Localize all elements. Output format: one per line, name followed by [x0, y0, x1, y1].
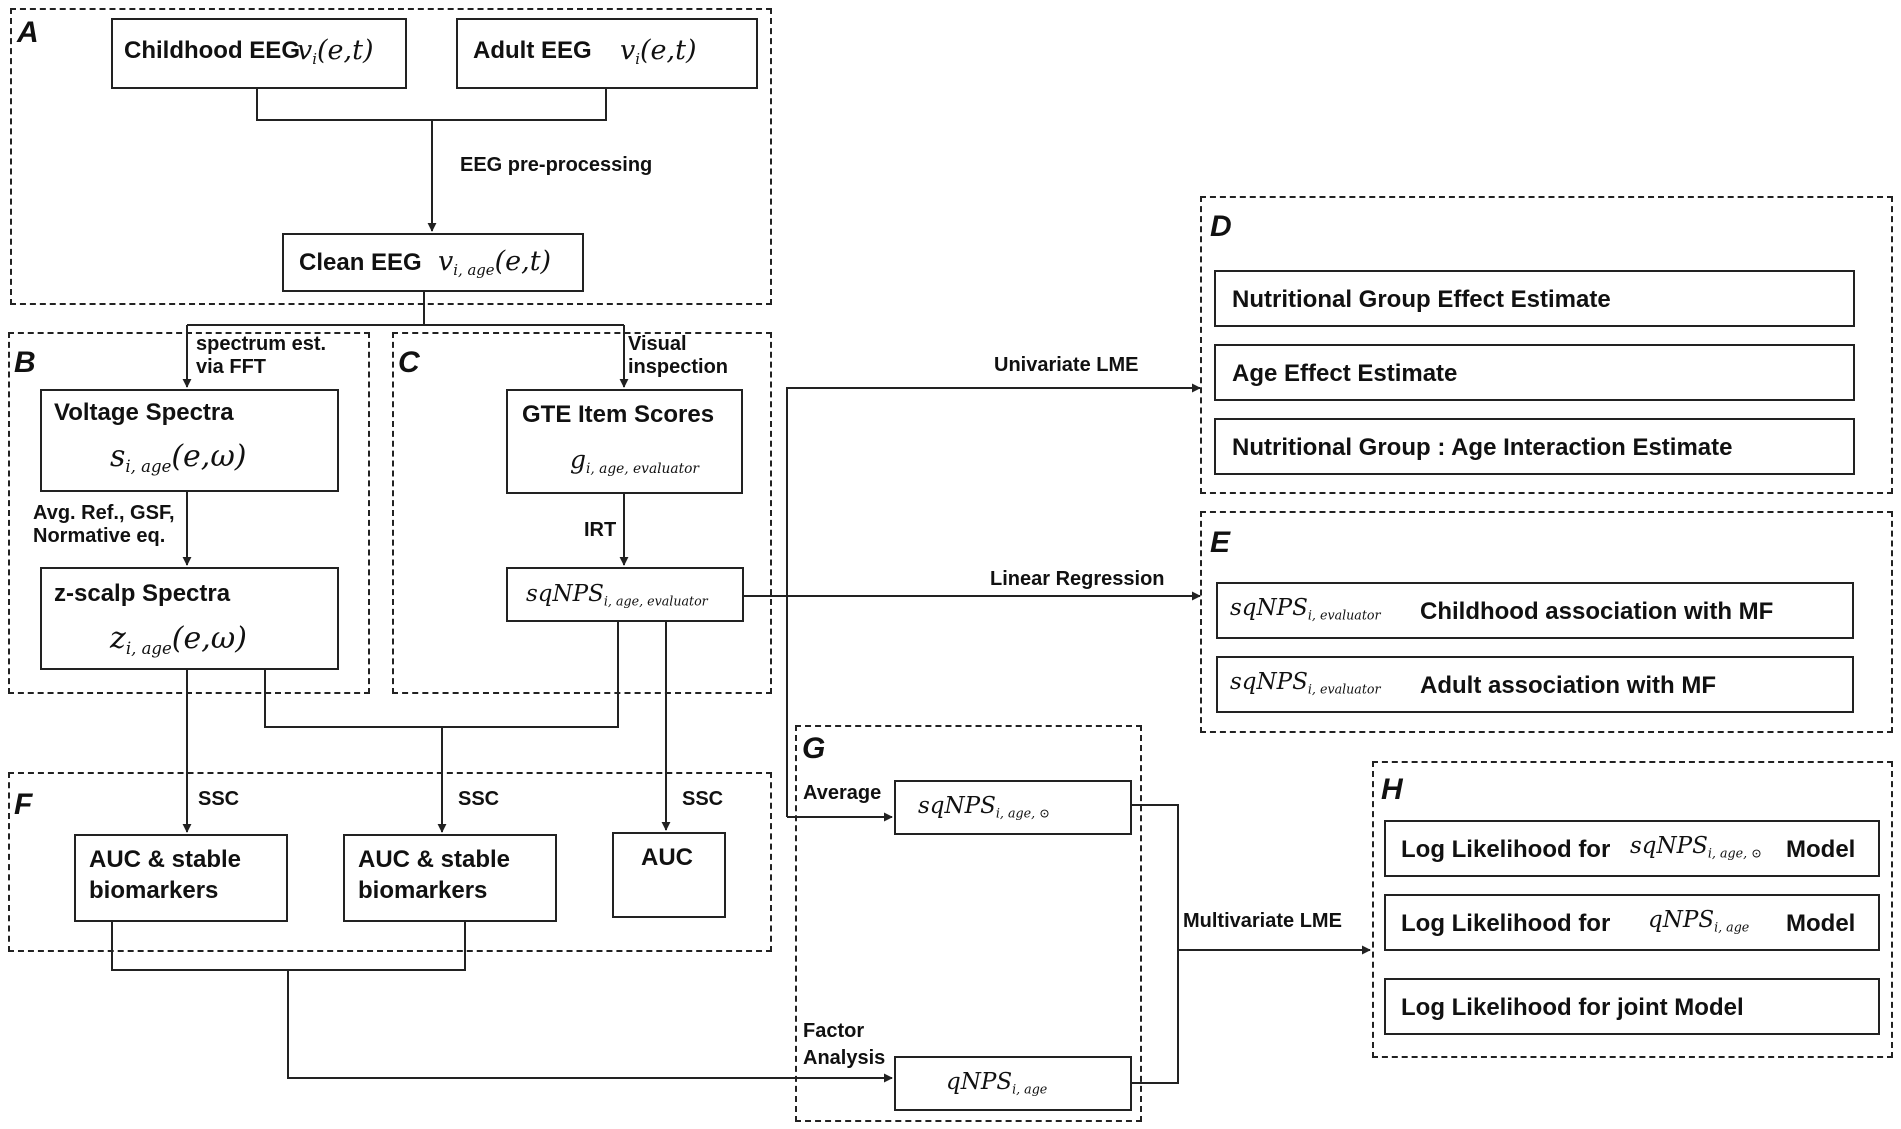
edge-label-average: Average — [803, 782, 882, 804]
auc-stable-biomarkers-box-1: AUC & stable biomarkers — [74, 834, 288, 922]
auc-label: AUC — [641, 844, 693, 871]
interaction-estimate-box: Nutritional Group : Age Interaction Esti… — [1214, 418, 1855, 475]
adult-association-formula: sqNPSi, evaluator — [1230, 669, 1381, 697]
panel-label-d: D — [1210, 210, 1232, 243]
auc-box: AUC — [612, 832, 726, 918]
edge-label-eeg-preprocessing: EEG pre-processing — [460, 154, 653, 176]
auc-stable-biomarkers-label-2: AUC & stable biomarkers — [358, 846, 511, 905]
panel-label-h: H — [1381, 773, 1403, 806]
ll-joint-model-box: Log Likelihood for joint Model — [1384, 978, 1880, 1035]
nutritional-group-effect-label: Nutritional Group Effect Estimate — [1232, 286, 1611, 313]
sqnps-evaluator-box: sqNPSi, age, evaluator — [506, 567, 744, 622]
qnps-formula: qNPSi, age — [946, 1069, 1048, 1097]
childhood-eeg-label: Childhood EEG — [124, 37, 300, 64]
panel-g — [795, 725, 1142, 1122]
arrow-to-qnps — [287, 970, 893, 1083]
age-effect-box: Age Effect Estimate — [1214, 344, 1855, 401]
edge-label-univariate-lme: Univariate LME — [994, 354, 1139, 376]
edge-label-irt: IRT — [584, 519, 617, 541]
panel-c — [392, 332, 772, 694]
gte-item-scores-box: GTE Item Scores gi, age, evaluator — [506, 389, 743, 494]
panel-e — [1200, 511, 1893, 733]
auc-stable-biomarkers-box-2: AUC & stable biomarkers — [343, 834, 557, 922]
panel-a — [10, 8, 772, 305]
merge-line-g-outputs — [1132, 804, 1179, 1084]
adult-eeg-formula: vi(e,t) — [620, 35, 697, 69]
age-effect-label: Age Effect Estimate — [1232, 360, 1458, 387]
panel-d — [1200, 196, 1893, 494]
panel-h — [1372, 761, 1893, 1058]
voltage-spectra-formula: si, age(e,ω) — [110, 439, 247, 476]
ll-qnps-formula: qNPSi, age — [1648, 907, 1750, 935]
adult-eeg-label: Adult EEG — [473, 37, 592, 64]
ll-joint-label: Log Likelihood for joint Model — [1401, 994, 1744, 1021]
arrow-univariate-lme — [786, 383, 1201, 817]
ll-qnps-label: Log Likelihood for — [1401, 910, 1611, 937]
edge-label-avg-ref: Avg. Ref., GSF, Normative eq. — [33, 502, 175, 547]
edge-label-visual-inspection: Visual inspection — [628, 333, 729, 378]
edge-label-ssc-1: SSC — [198, 788, 240, 810]
gte-item-scores-label: GTE Item Scores — [522, 401, 715, 428]
panel-f — [8, 772, 772, 952]
sqnps-average-formula: sqNPSi, age, ⊙ — [918, 793, 1050, 821]
panel-label-g: G — [802, 732, 826, 765]
panel-label-c: C — [398, 346, 420, 379]
panel-label-f: F — [14, 788, 33, 821]
ll-sqnps-formula: sqNPSi, age, ⊙ — [1630, 833, 1762, 861]
ll-qnps-model-box: Log Likelihood for qNPSi, age Model — [1384, 894, 1880, 951]
childhood-association-label: Childhood association with MF — [1420, 598, 1774, 625]
zscalp-spectra-label: z-scalp Spectra — [54, 580, 231, 607]
clean-eeg-formula: vi, age(e,t) — [438, 246, 552, 280]
edge-label-linear-regression: Linear Regression — [990, 568, 1165, 590]
sqnps-evaluator-formula: sqNPSi, age, evaluator — [526, 581, 708, 609]
panel-label-a: A — [17, 16, 39, 49]
ll-sqnps-model-box: Log Likelihood for sqNPSi, age, ⊙ Model — [1384, 820, 1880, 877]
ll-sqnps-model-word: Model — [1786, 836, 1856, 863]
zscalp-spectra-box: z-scalp Spectra zi, age(e,ω) — [40, 567, 339, 670]
edge-label-factor-analysis: Factor Analysis — [803, 1020, 886, 1069]
childhood-eeg-formula: vi(e,t) — [297, 35, 374, 69]
edge-label-multivariate-lme: Multivariate LME — [1183, 910, 1342, 932]
edge-label-spectrum-fft: spectrum est. via FFT — [196, 333, 327, 378]
adult-association-label: Adult association with MF — [1420, 672, 1717, 699]
childhood-eeg-box: Childhood EEG vi(e,t) — [111, 18, 407, 89]
sqnps-average-box: sqNPSi, age, ⊙ — [894, 780, 1132, 835]
qnps-box: qNPSi, age — [894, 1056, 1132, 1111]
edge-label-ssc-2: SSC — [458, 788, 500, 810]
panel-label-b: B — [14, 346, 36, 379]
clean-eeg-label: Clean EEG — [299, 249, 422, 276]
childhood-association-formula: sqNPSi, evaluator — [1230, 595, 1381, 623]
ll-qnps-model-word: Model — [1786, 910, 1856, 937]
childhood-association-box: sqNPSi, evaluator Childhood association … — [1216, 582, 1854, 639]
adult-eeg-box: Adult EEG vi(e,t) — [456, 18, 758, 89]
panel-b — [8, 332, 370, 694]
auc-stable-biomarkers-label-1: AUC & stable biomarkers — [89, 846, 242, 905]
edge-label-ssc-3: SSC — [682, 788, 724, 810]
voltage-spectra-box: Voltage Spectra si, age(e,ω) — [40, 389, 339, 492]
gte-item-scores-formula: gi, age, evaluator — [570, 445, 699, 477]
interaction-estimate-label: Nutritional Group : Age Interaction Esti… — [1232, 434, 1733, 461]
adult-association-box: sqNPSi, evaluator Adult association with… — [1216, 656, 1854, 713]
panel-label-e: E — [1210, 526, 1231, 559]
zscalp-spectra-formula: zi, age(e,ω) — [110, 621, 247, 658]
clean-eeg-box: Clean EEG vi, age(e,t) — [282, 233, 584, 292]
nutritional-group-effect-box: Nutritional Group Effect Estimate — [1214, 270, 1855, 327]
ll-sqnps-label: Log Likelihood for — [1401, 836, 1611, 863]
voltage-spectra-label: Voltage Spectra — [54, 399, 234, 426]
